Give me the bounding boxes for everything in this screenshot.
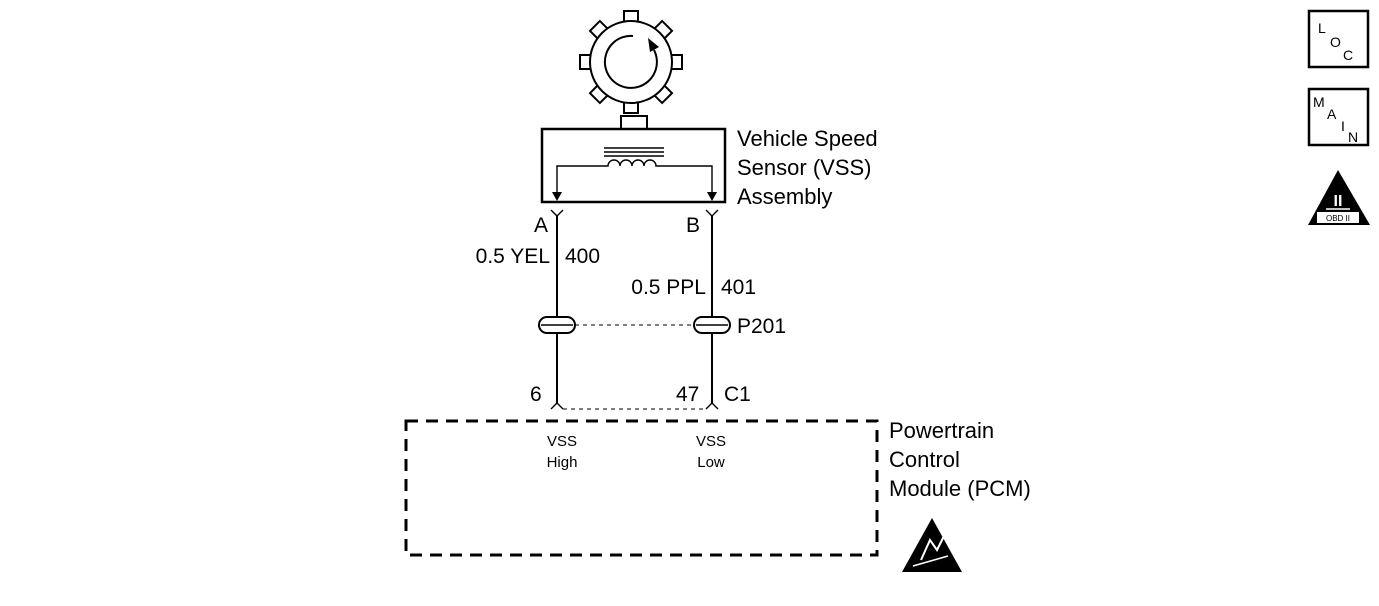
connector-label: P201: [737, 315, 786, 338]
main-letter-i: I: [1341, 118, 1345, 134]
sensor-label-line3: Assembly: [737, 184, 832, 209]
obd2-icon[interactable]: II OBD II: [1308, 170, 1370, 225]
loc-letter-c: C: [1343, 47, 1353, 63]
pcm-input-low-line2: Low: [697, 454, 725, 471]
sensor-label-line2: Sensor (VSS): [737, 155, 872, 180]
wire-b-circuit: 401: [721, 276, 756, 299]
main-letter-a: A: [1327, 106, 1337, 122]
obd2-label: OBD II: [1326, 214, 1350, 223]
esd-warning-icon: [902, 518, 962, 572]
obd2-roman: II: [1334, 193, 1343, 210]
loc-icon[interactable]: L O C: [1307, 9, 1370, 69]
sensor-pin-a: A: [534, 214, 548, 237]
wire-a-color: 0.5 YEL: [476, 245, 550, 268]
sensor-stem: [620, 115, 648, 130]
main-letter-m: M: [1313, 94, 1325, 110]
wire-a-circuit: 400: [565, 245, 600, 268]
wire-b-color: 0.5 PPL: [631, 276, 706, 299]
main-icon[interactable]: M A I N: [1307, 87, 1370, 147]
pcm-pin-a: 6: [530, 383, 542, 406]
reluctor-wheel-icon: [579, 10, 683, 114]
sensor-pin-b: B: [686, 214, 700, 237]
pcm-label-line1: Powertrain: [889, 418, 994, 443]
loc-letter-l: L: [1318, 20, 1326, 36]
pcm-input-high-line2: High: [547, 454, 578, 471]
pcm-pin-b: 47: [676, 383, 699, 406]
pcm-input-low-line1: VSS: [696, 433, 726, 450]
loc-letter-o: O: [1330, 34, 1341, 50]
coil-icon: [552, 147, 717, 201]
main-letter-n: N: [1348, 129, 1358, 145]
pcm-label-line3: Module (PCM): [889, 476, 1031, 501]
pcm-input-high-line1: VSS: [547, 433, 577, 450]
pcm-box: [404, 419, 879, 557]
sensor-label-line1: Vehicle Speed: [737, 126, 878, 151]
connector-p201: [538, 316, 731, 334]
pcm-label-line2: Control: [889, 447, 960, 472]
pcm-connector: C1: [724, 383, 751, 406]
